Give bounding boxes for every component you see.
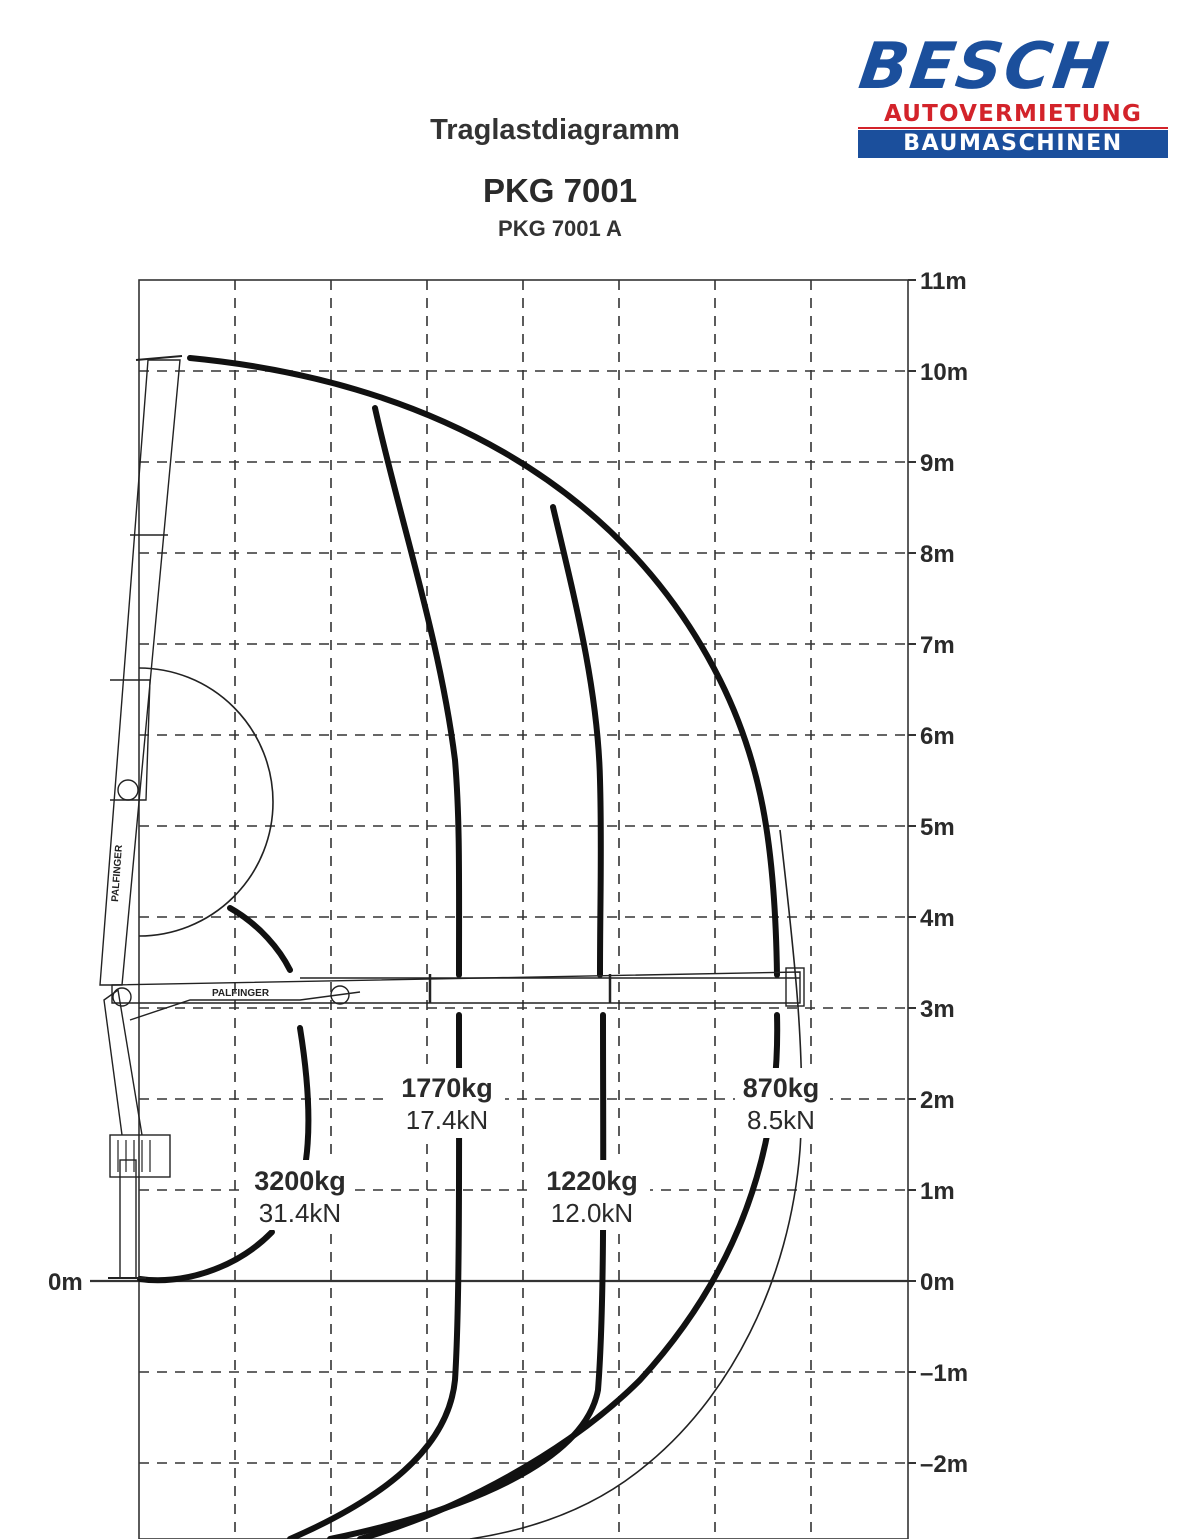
crane-drawing: PALFINGER PALFINGER [99, 355, 805, 1279]
raised-boom-tip [135, 355, 183, 361]
boom-link-pivot [330, 985, 350, 1005]
outer-thin-envelope [469, 829, 803, 1539]
load-label-kg: 1770kg [401, 1073, 493, 1103]
curve-3200kg-right [297, 1025, 312, 1163]
tick-label: 5m [920, 814, 955, 841]
load-label-kn: 12.0kN [551, 1198, 633, 1228]
curve-3200kg-bottom [137, 1229, 275, 1284]
brand-logo: BESCH AUTOVERMIETUNG BAUMASCHINEN [855, 30, 1170, 160]
boom-main-pivot [112, 987, 132, 1007]
axis-labels: 11m 10m 9m 8m 7m 6m 5m 4m 3m 2m 1m 0m –1… [48, 268, 968, 1478]
tick-label: 3m [920, 996, 955, 1023]
tick-label: 11m [920, 268, 967, 295]
main-boom-lower [103, 988, 143, 1136]
tick-marks [908, 279, 916, 1464]
load-label-kg: 1220kg [546, 1166, 638, 1196]
boom-brand-vertical: PALFINGER [110, 844, 125, 902]
load-label-kn: 17.4kN [406, 1105, 488, 1135]
boom-brand-horizontal: PALFINGER [212, 988, 270, 999]
curve-1220kg-upper [550, 504, 604, 978]
tick-label: 4m [920, 905, 955, 932]
left-zero-label: 0m [48, 1269, 83, 1296]
label-bg-3200 [245, 1160, 355, 1230]
label-bg-870 [735, 1068, 830, 1138]
load-labels: 3200kg 31.4kN 1770kg 17.4kN 1220kg 12.0k… [245, 1068, 830, 1230]
tick-label: 1m [920, 1178, 955, 1205]
tick-label: 2m [920, 1087, 955, 1114]
tick-label: –1m [920, 1360, 968, 1387]
load-label-kg: 870kg [743, 1073, 820, 1103]
tick-label: –2m [920, 1451, 968, 1478]
curve-3200kg-top [227, 905, 293, 973]
label-bg-1220 [535, 1160, 650, 1230]
brand-line-baumaschinen: BAUMASCHINEN [858, 130, 1168, 158]
tick-label: 7m [920, 632, 955, 659]
curve-1220kg-lower [327, 1012, 607, 1539]
slewing-envelopes [138, 667, 803, 1539]
model-name: PKG 7001 [482, 172, 638, 209]
raised-boom-pivot [117, 779, 139, 801]
curve-1770kg-upper [372, 405, 463, 978]
tick-label: 10m [920, 359, 968, 386]
grid [90, 279, 916, 1539]
boom-lift-cylinder [129, 991, 361, 1021]
load-label-kg: 3200kg [254, 1166, 346, 1196]
tick-label: 0m [920, 1269, 955, 1296]
load-label-kn: 31.4kN [259, 1198, 341, 1228]
slewing-housing [109, 1134, 171, 1178]
boom-tip-hook [785, 967, 805, 1007]
load-label-kn: 8.5kN [747, 1105, 815, 1135]
tick-label: 9m [920, 450, 955, 477]
load-curves [137, 355, 781, 1539]
horizontal-boom [111, 971, 801, 1004]
tick-label: 6m [920, 723, 955, 750]
inner-slew-arc [138, 667, 274, 937]
model-variant: PKG 7001 A [498, 216, 622, 241]
grid-verticals [234, 280, 812, 1539]
envelope-curve-870kg-upper [187, 355, 780, 978]
tick-label: 8m [920, 541, 955, 568]
brand-line-autovermietung: AUTOVERMIETUNG [858, 100, 1168, 128]
label-bg-1770 [390, 1068, 505, 1138]
slewing-gear [117, 1140, 151, 1172]
brand-divider [858, 127, 1168, 129]
diagram-title: Traglastdiagramm [430, 114, 680, 146]
